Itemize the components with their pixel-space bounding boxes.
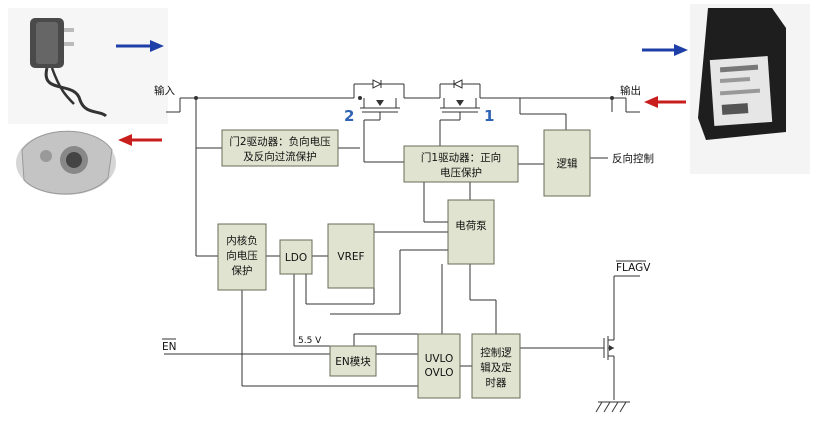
charger-adapter-image — [8, 8, 168, 124]
vref-block: VREF — [327, 223, 375, 289]
vref-text: VREF — [337, 251, 364, 263]
input-label: 输入 — [154, 84, 175, 97]
reverse-control-label: 反向控制 — [612, 152, 654, 165]
ctrl-text-3: 时器 — [486, 377, 507, 389]
core-text-2: 向电压 — [226, 249, 258, 262]
en-label: EN — [162, 341, 177, 353]
control-logic-block: 控制逻 辑及定 时器 — [471, 333, 521, 399]
gate2-driver-text-1: 门2驱动器：负向电压 — [229, 135, 331, 148]
en-module-text: EN模块 — [335, 356, 371, 368]
arrow-battery-blue — [642, 44, 688, 56]
voltage-label: 5.5 V — [298, 336, 322, 346]
output-label: 输出 — [620, 84, 641, 97]
wires — [164, 98, 613, 387]
battery-pack-image — [690, 4, 810, 174]
ldo-text: LDO — [285, 252, 307, 264]
mosfet-1-number: 1 — [484, 107, 494, 125]
charge-pump-text: 电荷泵 — [455, 219, 487, 232]
en-module-block: EN模块 — [329, 345, 377, 377]
core-protection-block: 内核负 向电压 保护 — [217, 223, 267, 291]
flagv-label: FLAGV — [616, 262, 651, 274]
mosfet-1-symbol — [439, 79, 481, 146]
power-bank-image — [16, 130, 116, 195]
gate2-driver-text-2: 及反向过流保护 — [243, 150, 317, 163]
ctrl-text-1: 控制逻 — [480, 346, 512, 359]
mosfet-2-number: 2 — [344, 107, 354, 125]
gate1-driver-text-1: 门1驱动器：正向 — [421, 151, 501, 164]
core-text-3: 保护 — [232, 264, 253, 277]
charge-pump-block: 电荷泵 — [447, 199, 495, 265]
ovlo-text: OVLO — [424, 367, 453, 379]
gate2-driver-block: 门2驱动器：负向电压 及反向过流保护 — [221, 129, 339, 167]
arrow-out-red — [118, 134, 162, 146]
core-text-1: 内核负 — [226, 234, 258, 247]
arrow-battery-red — [644, 96, 686, 108]
uvlo-ovlo-block: UVLO OVLO — [417, 333, 461, 399]
gate1-driver-text-2: 电压保护 — [440, 166, 482, 179]
main-rail — [166, 96, 640, 113]
ctrl-text-2: 辑及定 — [480, 361, 512, 374]
ldo-block: LDO — [279, 239, 313, 275]
gate1-driver-block: 门1驱动器：正向 电压保护 — [403, 145, 519, 183]
flagv-transistor — [603, 275, 640, 400]
logic-block: 逻辑 — [543, 129, 591, 197]
ground-symbol — [595, 401, 630, 413]
logic-text: 逻辑 — [557, 157, 578, 170]
arrow-in-blue — [116, 40, 164, 52]
uvlo-text: UVLO — [425, 353, 454, 365]
mosfet-2-symbol — [353, 79, 405, 162]
